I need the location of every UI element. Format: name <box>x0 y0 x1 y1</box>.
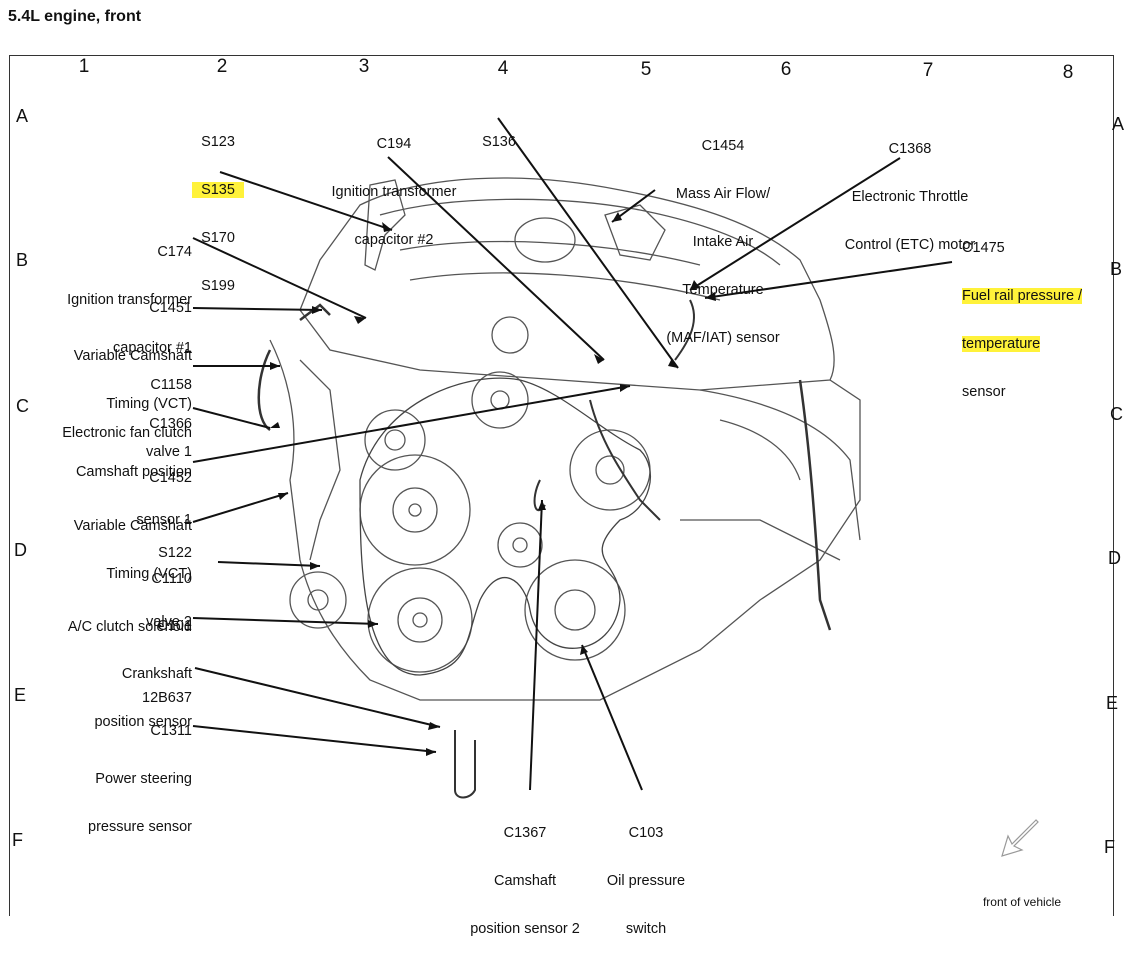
callout-c1367: C1367 Camshaft position sensor 2 <box>470 825 580 937</box>
callout-s122: S122 <box>158 545 192 561</box>
engine-outline <box>257 177 861 799</box>
callout-c1311: C1311 Power steering pressure sensor <box>88 723 192 835</box>
callout-c1366: C1366 Camshaft position sensor 1 <box>75 416 192 528</box>
highlight-fuel-rail: Fuel rail pressure / <box>962 288 1083 304</box>
callout-c1158: C1158 Electronic fan clutch <box>62 377 192 441</box>
callout-c1451: C1451 Variable Camshaft Timing (VCT) val… <box>73 300 192 460</box>
grid-row-c-right: C <box>1110 404 1123 424</box>
callout-c1368: C1368 Electronic Throttle Control (ETC) … <box>844 141 976 253</box>
grid-row-d-left: D <box>14 540 27 560</box>
leader-lines <box>192 117 953 791</box>
callout-c1475: C1475 Fuel rail pressure / temperature s… <box>962 240 1083 400</box>
grid-row-f-left: F <box>12 830 23 850</box>
grid-column-5: 5 <box>640 59 652 80</box>
grid-row-e-left: E <box>14 685 27 705</box>
grid-row-b-left: B <box>16 250 29 270</box>
grid-row-f-right: F <box>1104 837 1115 857</box>
grid-row-e-right: E <box>1106 693 1119 713</box>
callout-c103: C103 Oil pressure switch <box>606 825 686 937</box>
callout-c194: C194 Ignition transformer capacitor #2 <box>331 136 457 248</box>
grid-column-3: 3 <box>358 56 370 77</box>
front-of-vehicle-label: front of vehicle <box>982 895 1062 909</box>
callout-c174: C174 Ignition transformer capacitor #1 <box>67 244 192 356</box>
highlight-temperature: temperature <box>962 336 1041 352</box>
grid-row-a-left: A <box>16 106 29 126</box>
page-title: 5.4L engine, front <box>8 8 142 25</box>
callout-s136: S136 <box>482 134 516 150</box>
grid-column-2: 2 <box>216 56 228 77</box>
callout-12b637: 12B637 <box>142 690 192 706</box>
callout-c1110: C1110 A/C clutch solenoid <box>67 571 192 635</box>
grid-row-c-left: C <box>16 396 29 416</box>
grid-column-7: 7 <box>922 60 934 81</box>
diagram-frame <box>9 55 1114 916</box>
grid-column-4: 4 <box>497 58 509 79</box>
callout-c1452: C1452 Variable Camshaft Timing (VCT) val… <box>73 470 192 630</box>
arrow-down-left-icon <box>1001 819 1039 857</box>
grid-row-b-right: B <box>1110 259 1123 279</box>
callout-c1454: C1454 Mass Air Flow/ Intake Air Temperat… <box>666 138 780 346</box>
callout-splices-top: S123 S135 S170 S199 <box>192 102 244 310</box>
grid-row-d-right: D <box>1108 548 1121 568</box>
engine-drawing <box>192 117 1039 857</box>
callout-c101: C101 Crankshaft position sensor <box>94 618 192 730</box>
leader-arrowheads <box>270 212 716 756</box>
grid-column-8: 8 <box>1062 62 1074 83</box>
grid-column-1: 1 <box>78 56 90 77</box>
grid-column-6: 6 <box>780 59 792 80</box>
grid-row-a-right: A <box>1112 114 1125 134</box>
